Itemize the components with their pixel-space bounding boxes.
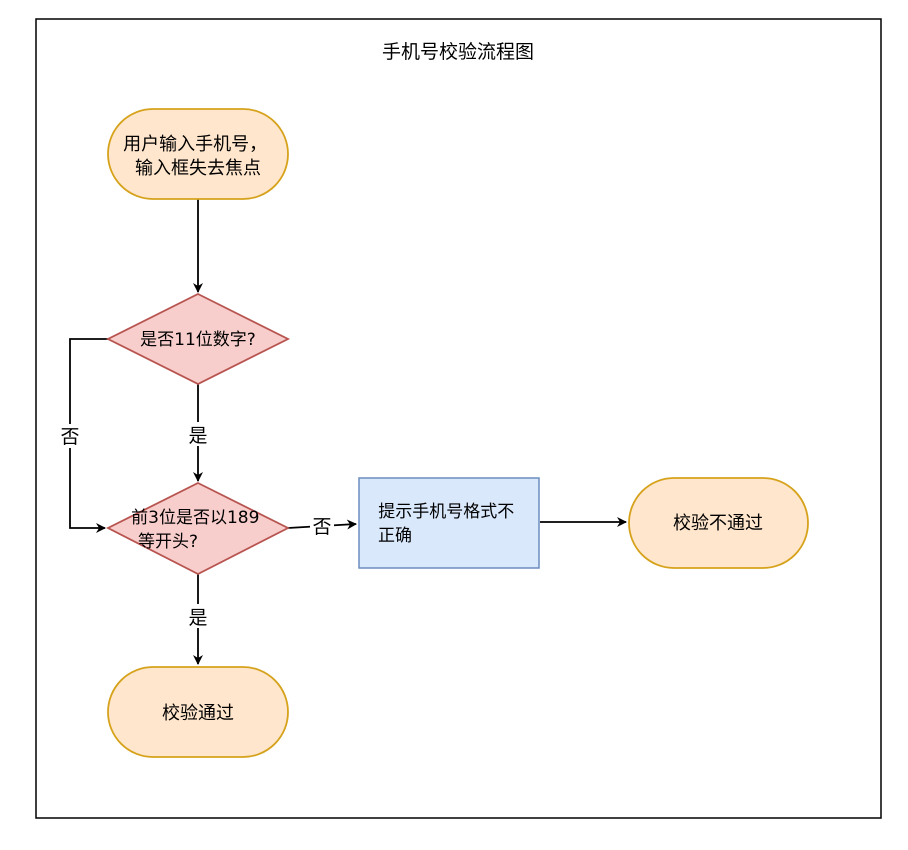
fail-node-label: 校验不通过 [673,513,763,534]
error-tip-line-1: 提示手机号格式不 [378,502,514,522]
edge-label-prefix-no: 否 [312,516,331,538]
error-tip-label: 提示手机号格式不 正确 [378,502,520,546]
edge-label-bg [186,422,210,446]
error-tip-line-2: 正确 [378,526,412,546]
decision-prefix-line-2: 等开头? [138,532,198,552]
decision-prefix-line-1: 前3位是否以189 [131,508,259,528]
diagram-title: 手机号校验流程图 [382,41,534,63]
edge-label-bg [310,513,334,537]
start-node [107,108,289,200]
error-tip-node [358,477,540,569]
pass-node [107,666,289,758]
decision-digits [105,292,291,386]
start-node-label: 用户输入手机号， 输入框失去焦点 [123,134,273,179]
edge-label-bg [186,604,210,628]
decision-prefix [106,481,290,576]
decision-prefix-label: 前3位是否以189 等开头? [131,508,265,552]
edge-label-bg [58,424,82,448]
edge-label-prefix-yes: 是 [188,607,207,629]
decision-digits-label: 是否11位数字? [140,330,256,350]
pass-node-label: 校验通过 [162,703,234,724]
fail-node [628,477,809,569]
start-node-line-2: 输入框失去焦点 [135,158,261,179]
start-node-line-1: 用户输入手机号， [123,134,267,155]
edge-label-digits-yes: 是 [188,425,207,447]
edge-label-digits-no: 否 [60,426,79,448]
